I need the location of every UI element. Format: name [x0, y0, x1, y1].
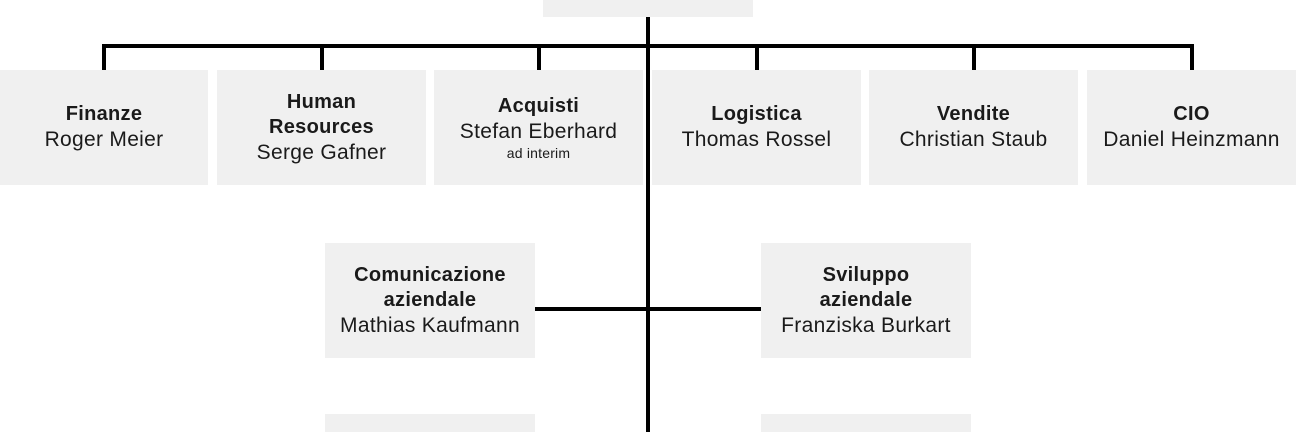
org-box-human-resources: Human Resources Serge Gafner — [217, 70, 426, 185]
department-title: Vendite — [936, 103, 1011, 125]
person-name: Daniel Heinzmann — [1103, 128, 1280, 151]
department-title: Sviluppo aziendale — [819, 263, 913, 311]
person-name: Mathias Kaufmann — [340, 313, 520, 337]
drop-line-hr — [320, 44, 324, 70]
department-title: CIO — [1173, 103, 1210, 125]
person-name: Stefan Eberhard — [459, 119, 618, 143]
person-name: Thomas Rossel — [681, 128, 832, 151]
person-name: Serge Gafner — [256, 140, 387, 164]
drop-line-acquisti — [537, 44, 541, 70]
department-title: Finanze — [65, 103, 143, 125]
org-box-partial-left — [325, 414, 535, 432]
drop-line-vendite — [972, 44, 976, 70]
row2-connector-line — [535, 307, 761, 311]
org-box-acquisti: Acquisti Stefan Eberhard ad interim — [434, 70, 643, 185]
interim-note: ad interim — [506, 144, 571, 161]
org-box-cio: CIO Daniel Heinzmann — [1087, 70, 1296, 185]
trunk-line — [646, 17, 650, 432]
org-box-logistica: Logistica Thomas Rossel — [652, 70, 861, 185]
drop-line-finanze — [102, 44, 106, 70]
drop-line-cio — [1190, 44, 1194, 70]
person-name: Roger Meier — [44, 128, 164, 151]
drop-line-logistica — [755, 44, 759, 70]
org-box-partial-right — [761, 414, 971, 432]
person-name: Christian Staub — [899, 128, 1048, 151]
department-title: Acquisti — [497, 94, 580, 117]
department-title: Logistica — [711, 103, 802, 125]
org-box-vendite: Vendite Christian Staub — [869, 70, 1078, 185]
department-title: Human Resources — [269, 90, 374, 138]
org-box-finanze: Finanze Roger Meier — [0, 70, 208, 185]
person-name: Franziska Burkart — [781, 313, 951, 337]
org-box-sviluppo-aziendale: Sviluppo aziendale Franziska Burkart — [761, 243, 971, 358]
org-box-comunicazione-aziendale: Comunicazione aziendale Mathias Kaufmann — [325, 243, 535, 358]
department-title: Comunicazione aziendale — [354, 263, 506, 311]
row1-connector-line — [102, 44, 1194, 48]
root-box — [543, 0, 753, 17]
